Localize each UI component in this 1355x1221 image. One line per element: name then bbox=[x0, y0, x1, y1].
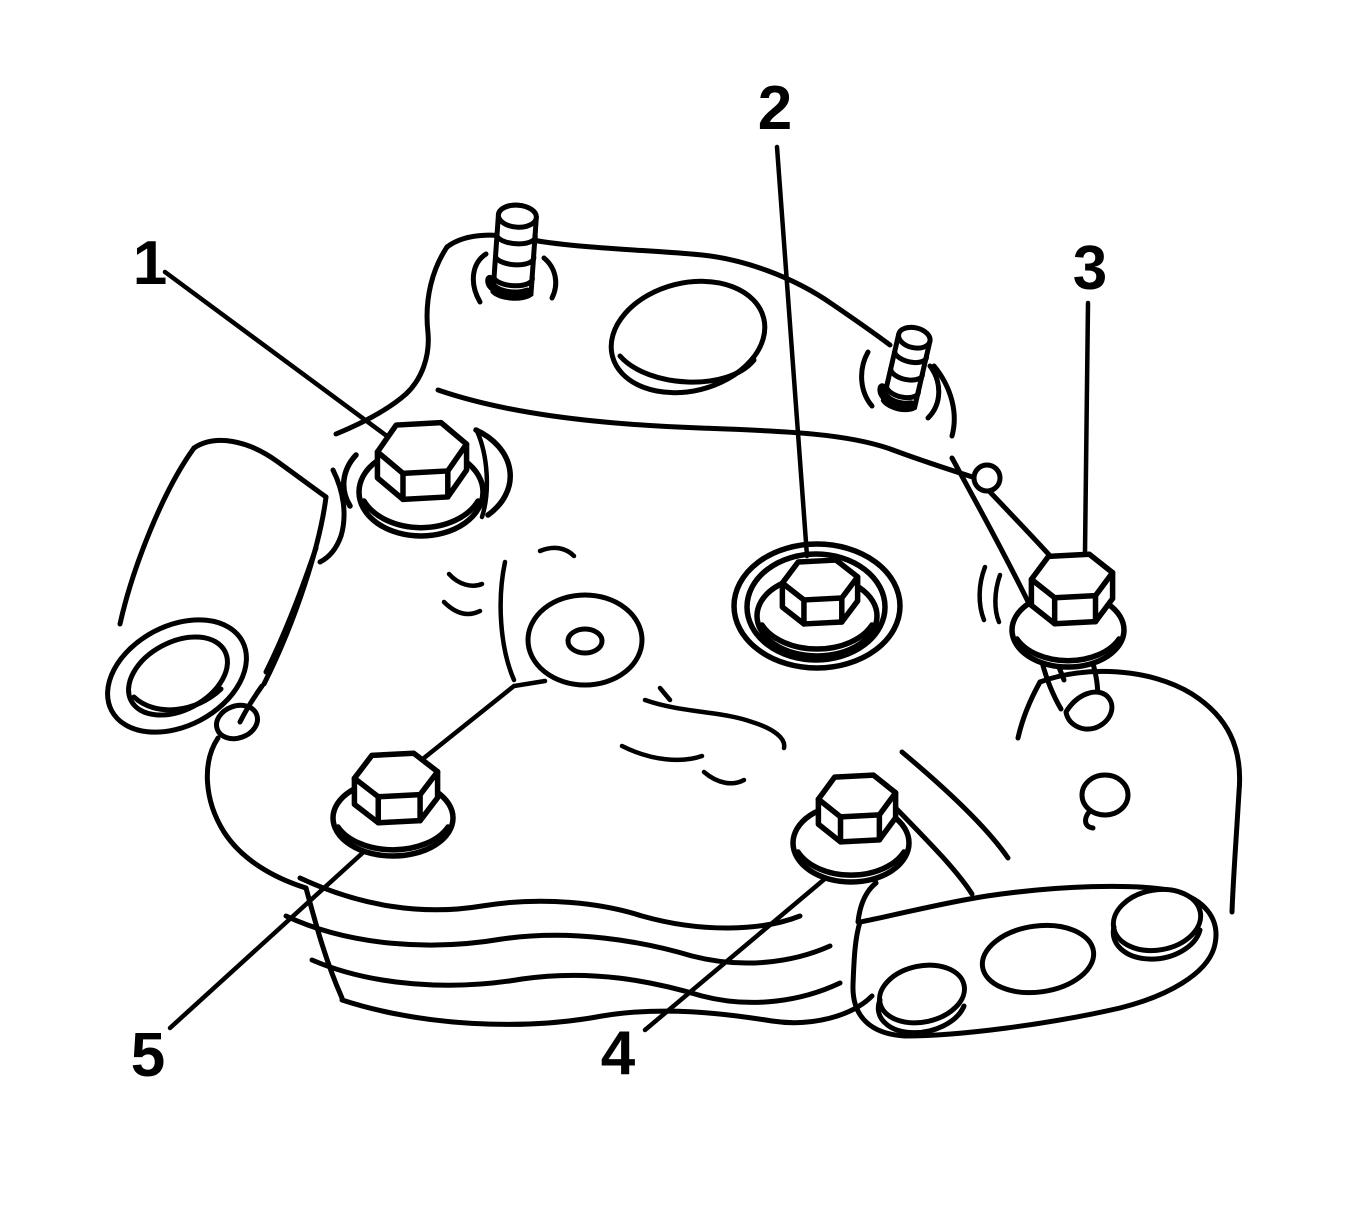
center-boss-pilot bbox=[565, 626, 605, 656]
stud-front-thread-2 bbox=[492, 253, 537, 268]
bolt-1-outer-arc bbox=[473, 427, 513, 518]
callout-3-label: 3 bbox=[1073, 234, 1107, 303]
stud-rear bbox=[877, 324, 933, 413]
leader-line-5-2 bbox=[421, 678, 548, 761]
pad-large-hole bbox=[608, 278, 768, 396]
bolt-2-counterbore-1 bbox=[731, 541, 903, 671]
stud-rear-cap bbox=[896, 324, 933, 351]
leader-line-3 bbox=[1082, 300, 1091, 555]
flange-port-left-depth bbox=[875, 997, 967, 1036]
bolt-2 bbox=[731, 541, 903, 671]
arm-to-flange-b bbox=[885, 797, 975, 897]
left-bracket-edge-a bbox=[237, 683, 265, 725]
bolt-4 bbox=[790, 772, 912, 885]
stud-front-boss bbox=[470, 251, 489, 305]
right-cylinder-top bbox=[1037, 668, 1243, 915]
bolt-3-hex-top bbox=[1028, 551, 1116, 601]
bolt-5-washer-thickness bbox=[335, 824, 451, 853]
leader-lines bbox=[162, 144, 1091, 1033]
stud-front-thread-3 bbox=[491, 274, 535, 289]
stud-rear-thread-1 bbox=[892, 349, 930, 366]
stud-rear-thread-3 bbox=[884, 384, 921, 401]
left-bracket-edge-b bbox=[204, 735, 309, 891]
stud-front-cap bbox=[495, 202, 539, 230]
stud-rear-base-shadow bbox=[877, 383, 916, 410]
bottom-rib-3 bbox=[309, 957, 843, 1005]
bolt3-neck-left bbox=[1039, 659, 1064, 712]
bolt-5-hex-top bbox=[351, 750, 441, 800]
bottom-rib-2 bbox=[283, 913, 833, 966]
bolt-4-hex-top bbox=[815, 772, 899, 820]
stud-rear-thread-2 bbox=[888, 366, 925, 383]
right-cylinder-left bbox=[1015, 679, 1043, 741]
stud-front bbox=[485, 202, 539, 301]
bolt-1-washer-thickness bbox=[361, 498, 481, 531]
left-cylinder-inner-line bbox=[263, 545, 319, 675]
casting-details bbox=[441, 428, 1003, 786]
bolt-1-hex-top bbox=[374, 419, 470, 477]
stud-rear-boss-right bbox=[925, 363, 942, 421]
right-upper-edge bbox=[987, 489, 1055, 561]
callout-5-label: 5 bbox=[131, 1021, 165, 1090]
bolts-and-studs bbox=[330, 202, 1127, 885]
callout-1-label: 1 bbox=[133, 229, 167, 298]
left-cylinder-left bbox=[117, 445, 197, 627]
housing-artwork bbox=[105, 232, 1243, 1039]
callout-labels: 1 2 3 4 5 bbox=[131, 74, 1107, 1090]
stud-rear-boss bbox=[859, 349, 875, 409]
callout-4-label: 4 bbox=[601, 1019, 636, 1088]
pad-large-hole-depth bbox=[617, 353, 757, 385]
left-cylinder-mouth-lip bbox=[131, 686, 224, 713]
leader-line-1 bbox=[162, 269, 398, 445]
leader-line-5 bbox=[167, 845, 371, 1031]
bolt-3-washer-thickness bbox=[1014, 636, 1122, 664]
right-cylinder-dimple bbox=[1079, 772, 1131, 818]
bolt-5 bbox=[330, 750, 456, 859]
pad-front-edge bbox=[435, 387, 985, 483]
right-small-hole bbox=[971, 462, 1003, 494]
stud-front-thread-1 bbox=[494, 232, 538, 247]
ear-tab bbox=[1063, 689, 1115, 732]
bolt-2-counterbore-2 bbox=[744, 551, 888, 663]
bolt-3 bbox=[1009, 551, 1127, 670]
left-cylinder-top bbox=[191, 438, 329, 500]
leader-line-4 bbox=[642, 869, 836, 1033]
bolt-2-hex-top bbox=[779, 557, 861, 603]
stud-front-boss-right bbox=[541, 255, 559, 301]
pad-left-edge bbox=[333, 244, 450, 437]
right-cylinder-dimple-tail bbox=[1083, 809, 1096, 831]
leader-line-2 bbox=[774, 144, 810, 559]
bolt-1-outer-arc-l bbox=[341, 452, 359, 509]
bolt-1 bbox=[341, 419, 513, 539]
bolt-4-washer-thickness bbox=[795, 849, 907, 878]
bottom-rib-1 bbox=[297, 875, 803, 931]
flange-port-center bbox=[979, 922, 1097, 996]
callout-2-label: 2 bbox=[758, 74, 792, 143]
left-notch bbox=[317, 467, 347, 565]
left-lower-edge bbox=[303, 885, 345, 1001]
bolt-2-washer-thickness bbox=[759, 622, 875, 652]
bottom-rib-4 bbox=[339, 993, 875, 1027]
arm-to-flange-a bbox=[899, 749, 1011, 861]
stud-rear-pad-edge bbox=[931, 363, 957, 439]
flange-port-right-depth bbox=[1110, 924, 1203, 962]
stud-front-base-shadow bbox=[485, 274, 532, 299]
